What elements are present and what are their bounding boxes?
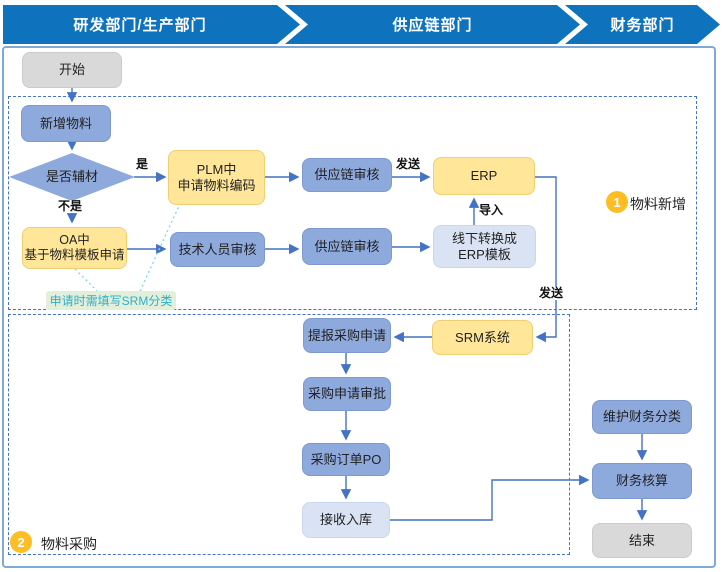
banner-label: 研发部门/生产部门 [73, 17, 207, 34]
edge-label-yes: 是 [136, 157, 149, 171]
edge-label-import: 导入 [479, 203, 504, 217]
node-purchase-request-approval: 采购申请审批 [303, 377, 391, 411]
badge-phase-2: 2 [10, 531, 32, 553]
badge-label-material-purchase: 物料采购 [41, 536, 97, 552]
node-add-material: 新增物料 [21, 105, 111, 142]
diagram-frame [2, 46, 716, 568]
header-banner-rd-production: 研发部门/生产部门 [3, 5, 300, 44]
badge-phase-1: 1 [606, 191, 628, 213]
banner-label: 财务部门 [610, 17, 675, 34]
node-erp: ERP [433, 157, 535, 195]
node-submit-purchase-request: 提报采购申请 [303, 318, 391, 353]
node-supply-chain-review-bottom: 供应链审核 [302, 228, 392, 265]
node-end: 结束 [592, 523, 692, 558]
region-material-purchase [8, 314, 570, 555]
header-banner-finance: 财务部门 [565, 5, 720, 44]
node-tech-review: 技术人员审核 [170, 232, 265, 267]
node-start: 开始 [22, 52, 122, 88]
edge-label-no: 不是 [57, 199, 84, 214]
edge-label-send-to-srm: 发送 [538, 286, 565, 301]
header-banner-supply-chain: 供应链部门 [285, 5, 580, 44]
banner-label: 供应链部门 [392, 17, 473, 34]
node-receive-into-stock: 接收入库 [302, 502, 390, 538]
node-purchase-order-po: 采购订单PO [302, 443, 390, 476]
region-material-add [8, 96, 697, 310]
node-supply-chain-review-top: 供应链审核 [302, 158, 392, 192]
node-plm-apply-code: PLM中 申请物料编码 [168, 150, 265, 205]
node-offline-convert-erp-template: 线下转换成 ERP模板 [433, 225, 536, 268]
edge-label-send-to-erp: 发送 [396, 157, 421, 171]
node-srm-system: SRM系统 [432, 320, 533, 355]
note-srm-category: 申请时需填写SRM分类 [46, 291, 176, 310]
node-maintain-financial-class: 维护财务分类 [592, 400, 692, 434]
node-oa-template-apply: OA中 基于物料模板申请 [22, 227, 127, 269]
badge-label-material-add: 物料新增 [630, 196, 686, 212]
node-financial-accounting: 财务核算 [592, 463, 692, 499]
